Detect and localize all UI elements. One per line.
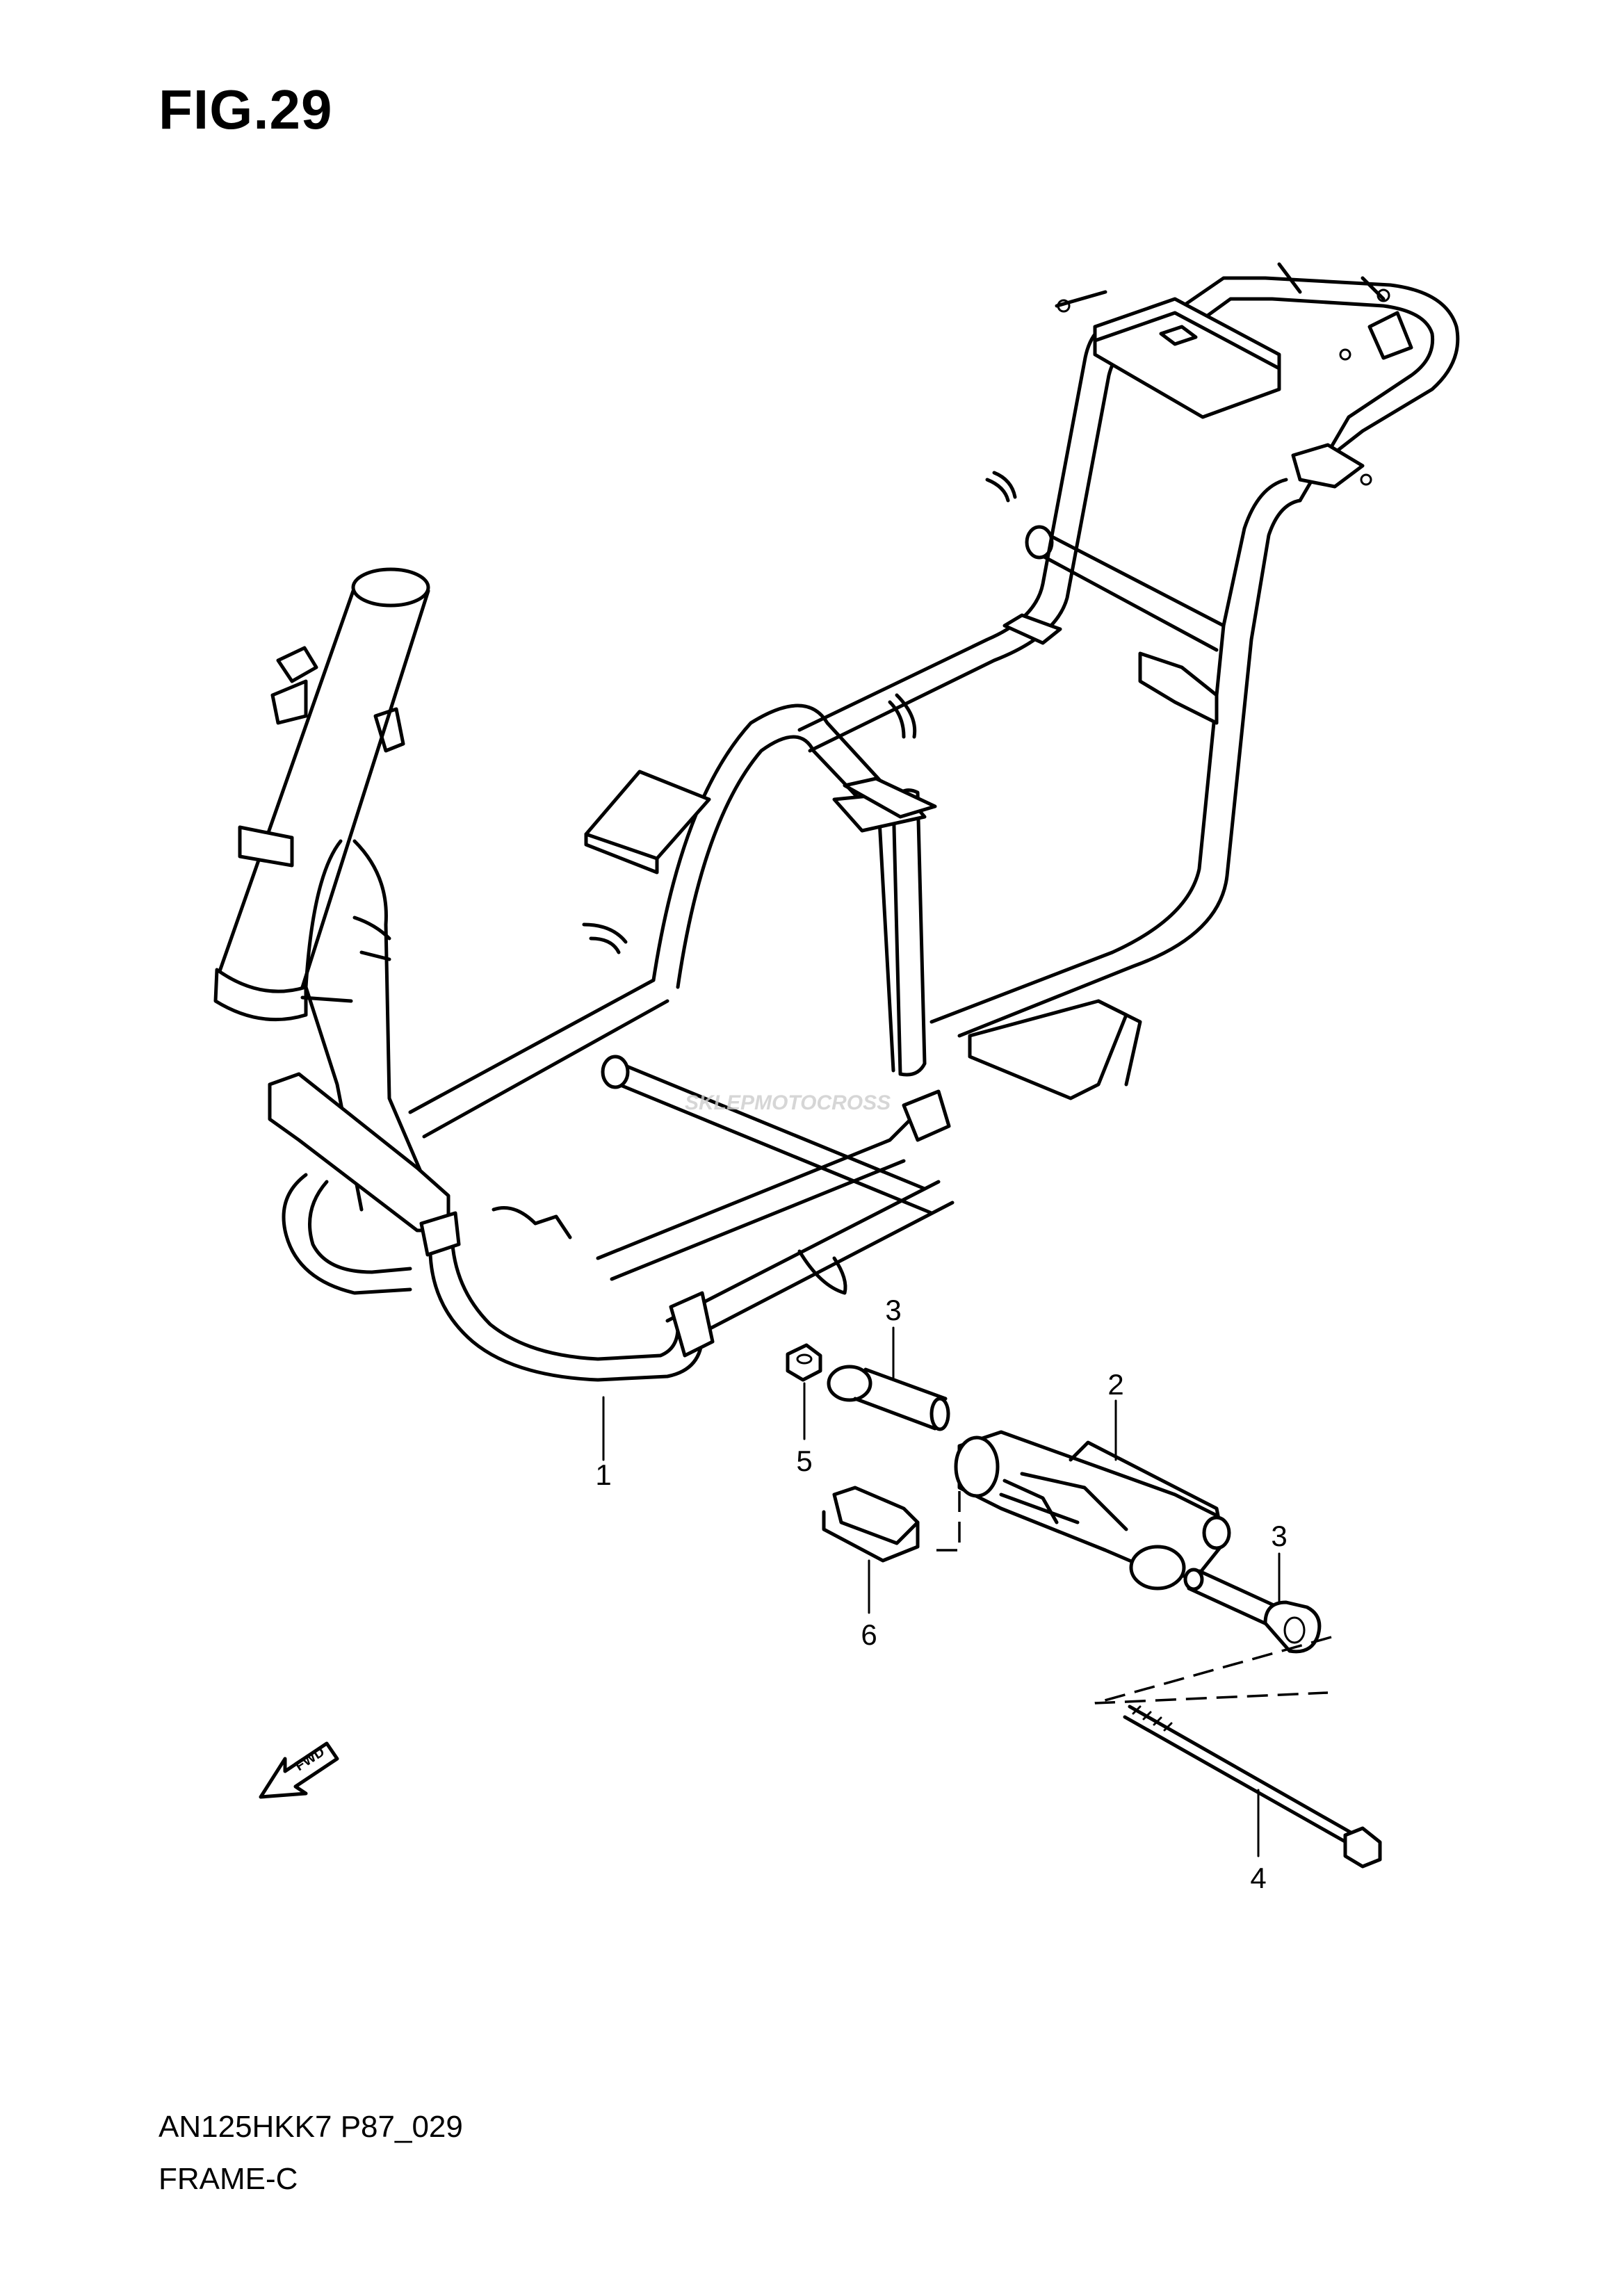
fwd-arrow-icon: FWD <box>259 1741 339 1799</box>
stopper-part-6 <box>822 1486 920 1614</box>
figure-name: FRAME-C <box>159 2162 298 2196</box>
assembly-line-lower <box>1094 1636 1332 1705</box>
harness-clips <box>492 471 1017 1239</box>
figure-title: FIG.29 <box>159 79 333 140</box>
callout-3-upper: 3 <box>885 1294 902 1326</box>
cross-tubes <box>601 525 1226 1215</box>
callout-5: 5 <box>796 1445 813 1477</box>
callout-2: 2 <box>1107 1368 1124 1401</box>
floor-brackets <box>584 770 1142 1100</box>
callout-4: 4 <box>1250 1862 1267 1894</box>
nut-part-5 <box>786 1343 822 1440</box>
down-tubes <box>304 839 433 1212</box>
bushing-part-3-upper <box>827 1326 950 1431</box>
callout-6: 6 <box>861 1618 877 1651</box>
assembly-line-upper <box>932 1491 961 1552</box>
mount-bracket-part-2 <box>954 1399 1231 1591</box>
center-arch <box>651 703 927 1077</box>
watermark: SKLEPMOTOCROSS <box>685 1091 891 1114</box>
callout-1: 1 <box>595 1458 612 1491</box>
figure-code: AN125HKK7 P87_029 <box>159 2110 463 2144</box>
bolt-part-4 <box>1123 1705 1382 1869</box>
callout-3-lower: 3 <box>1271 1520 1288 1552</box>
side-rails <box>408 978 955 1358</box>
rear-rails <box>797 314 1302 1038</box>
steering-head-tube <box>213 567 430 1022</box>
bushing-part-3-lower <box>1183 1552 1322 1654</box>
front-cross-bracket <box>268 1072 450 1233</box>
rear-loop <box>1055 262 1460 503</box>
lower-cradle-loop <box>282 1173 704 1382</box>
